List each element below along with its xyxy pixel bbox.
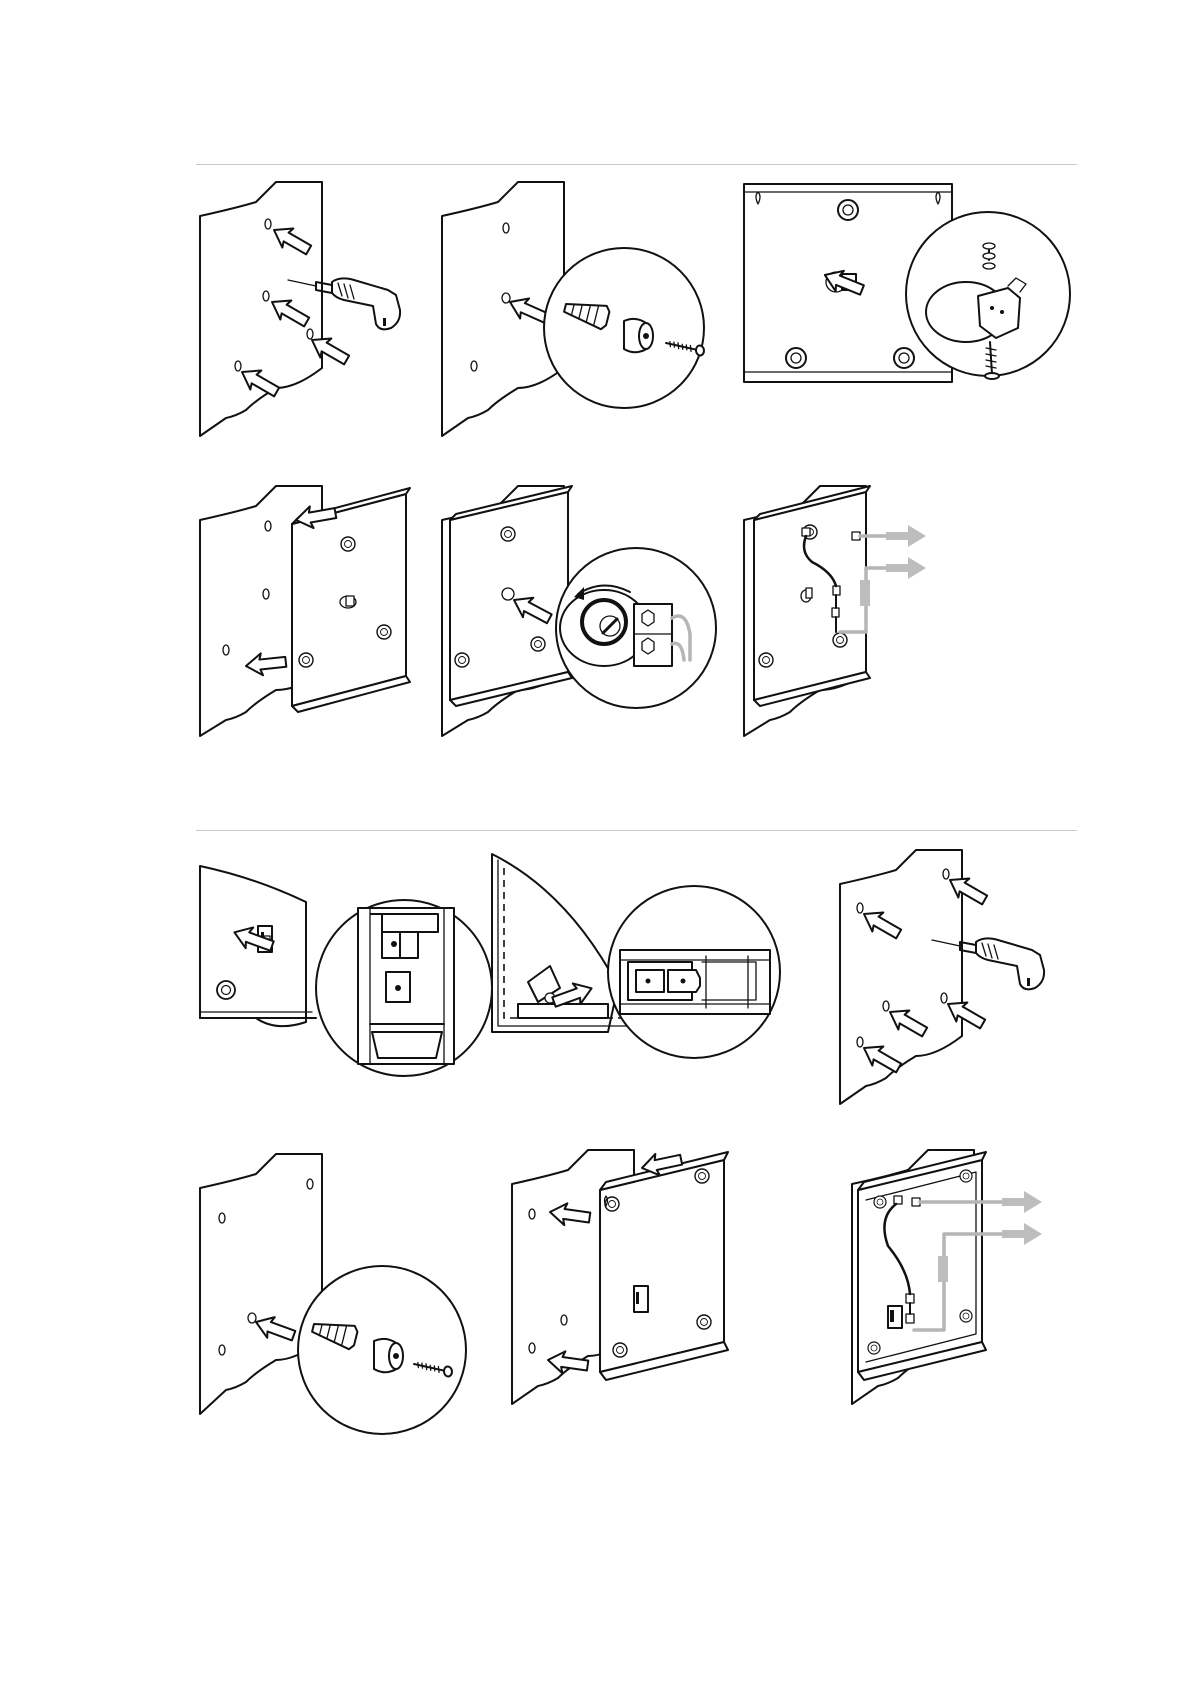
- wall-hole: [529, 1343, 535, 1353]
- section-divider-middle: [196, 830, 1077, 831]
- mount-backplate-illustration-b: [508, 1146, 733, 1406]
- mounting-boss: [874, 1196, 886, 1208]
- resistor-icon: [938, 1256, 948, 1282]
- step-b5-mount-backplate: [508, 1146, 733, 1406]
- backplate-switch-illustration: [740, 178, 1080, 403]
- switch-cam-illustration: [438, 484, 728, 742]
- mounting-boss: [838, 200, 858, 220]
- wall-hole: [307, 1179, 313, 1189]
- wall-hole: [883, 1001, 889, 1011]
- step-a3-fit-tamper-switch: [740, 178, 1080, 403]
- mounting-boss: [695, 1169, 709, 1183]
- enclosure-corner: [200, 866, 306, 1026]
- mounting-boss: [455, 653, 469, 667]
- mounting-boss: [531, 637, 545, 651]
- output-arrow-icon: [1002, 1191, 1042, 1213]
- wall-hole: [219, 1345, 225, 1355]
- wall-hole: [503, 223, 509, 233]
- wiring-illustration-b: [848, 1146, 1058, 1408]
- wall-hole: [857, 903, 863, 913]
- wall-hole: [223, 645, 229, 655]
- step-a4-mount-backplate: [196, 484, 426, 739]
- mounting-boss: [833, 633, 847, 647]
- wall-hole: [857, 1037, 863, 1047]
- mounting-boss: [868, 1342, 880, 1354]
- mounting-boss: [341, 537, 355, 551]
- output-arrow-icon: [1002, 1223, 1042, 1245]
- step-b4-insert-plug-spacer-screw: [196, 1150, 471, 1440]
- wall-hole: [265, 219, 271, 229]
- switch-bracket-enclosure-illustration: [488, 852, 778, 1057]
- plug-illustration-b: [196, 1150, 471, 1440]
- mounting-boss: [960, 1310, 972, 1322]
- mounting-boss: [613, 1343, 627, 1357]
- step-a5-rotate-switch-cam: [438, 484, 728, 742]
- wall-hole: [529, 1209, 535, 1219]
- step-b3-drill-wall-holes: [836, 846, 1081, 1108]
- mounting-boss: [377, 625, 391, 639]
- mount-backplate-illustration: [196, 484, 426, 739]
- wall-hole: [561, 1315, 567, 1325]
- mounting-boss: [501, 527, 515, 541]
- output-arrow-icon: [886, 525, 926, 547]
- plug-illustration: [438, 178, 718, 443]
- wall-hole: [943, 869, 949, 879]
- wiring-illustration: [740, 484, 940, 739]
- drill-illustration: [196, 178, 436, 438]
- step-b2-switch-bracket-detail: [488, 852, 778, 1057]
- step-a2-insert-plug-spacer-screw: [438, 178, 718, 443]
- backplate: [600, 1160, 724, 1372]
- step-a1-drill-wall-holes: [196, 178, 436, 438]
- drill-illustration-b: [836, 846, 1081, 1108]
- wall-hole: [263, 589, 269, 599]
- output-arrow-icon: [886, 557, 926, 579]
- spacer-icon: [374, 1339, 403, 1372]
- mounting-boss: [299, 653, 313, 667]
- section-divider-top: [196, 164, 1077, 165]
- mounting-boss: [759, 653, 773, 667]
- wall-hole: [471, 361, 477, 371]
- wall-panel: [200, 182, 322, 436]
- step-a6-connect-wiring: [740, 484, 940, 739]
- mounting-boss: [786, 348, 806, 368]
- switch-bracket-location-illustration: [196, 862, 486, 1087]
- mounting-boss: [697, 1315, 711, 1329]
- wall-hole: [307, 329, 313, 339]
- step-b1-locate-switch-bracket: [196, 862, 486, 1087]
- step-b6-connect-wiring: [848, 1146, 1058, 1408]
- resistor-icon: [860, 580, 870, 606]
- wall-hole: [219, 1213, 225, 1223]
- spacer-icon: [624, 319, 653, 352]
- mounting-boss: [960, 1170, 972, 1182]
- enclosure: [858, 1160, 982, 1372]
- wall-hole: [941, 993, 947, 1003]
- wall-hole: [265, 521, 271, 531]
- wall-hole: [263, 291, 269, 301]
- mounting-boss: [894, 348, 914, 368]
- wall-hole: [235, 361, 241, 371]
- mounting-boss: [217, 981, 235, 999]
